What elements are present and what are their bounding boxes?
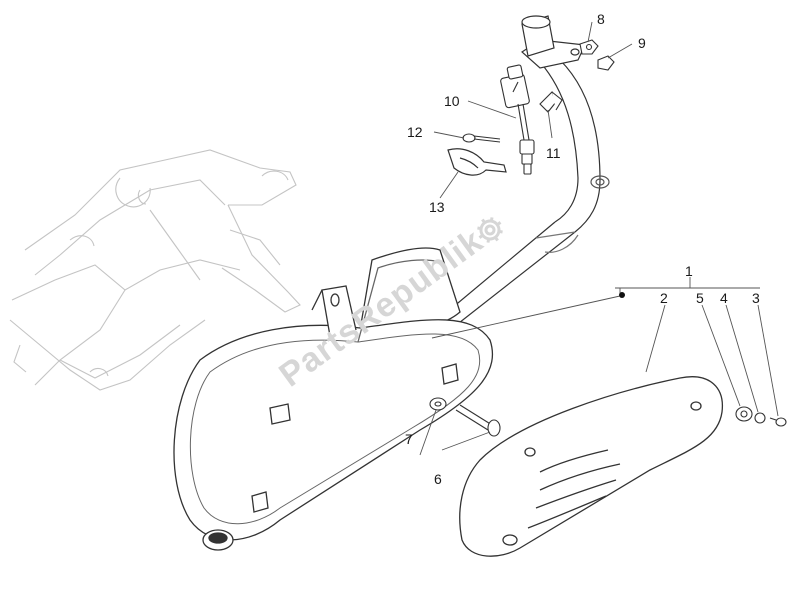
washer-9 (597, 55, 615, 71)
callout-6: 6 (434, 471, 442, 487)
callout-5: 5 (696, 290, 704, 306)
screw-12 (462, 133, 501, 143)
callout-9: 9 (638, 35, 646, 51)
callout-labels: 1 2 5 4 3 7 6 8 9 10 11 12 13 (405, 11, 760, 487)
nut-8 (579, 39, 599, 55)
callout-10: 10 (444, 93, 460, 109)
callout-7: 7 (405, 431, 413, 447)
oxygen-sensor (500, 64, 535, 175)
exhaust-header-pipe (439, 59, 610, 331)
muffler-body (173, 247, 494, 551)
callout-1: 1 (685, 263, 693, 279)
bolt-6 (455, 404, 501, 437)
callout-2: 2 (660, 290, 668, 306)
callout-4: 4 (720, 290, 728, 306)
washer-7 (429, 397, 447, 411)
heat-shield (459, 376, 723, 557)
grommet-5 (735, 406, 753, 422)
pipe-clamp (447, 148, 507, 176)
gear-icon (477, 217, 503, 243)
assembly-marker-dot (619, 292, 625, 298)
callout-13: 13 (429, 199, 445, 215)
sensor-clip (539, 91, 563, 113)
frame-outline (9, 149, 301, 391)
callout-11: 11 (546, 145, 561, 161)
screw-3 (769, 417, 787, 427)
exhaust-flange (521, 15, 586, 69)
callout-8: 8 (597, 11, 605, 27)
callout-3: 3 (752, 290, 760, 306)
callout-12: 12 (407, 124, 423, 140)
washer-4 (754, 412, 766, 424)
